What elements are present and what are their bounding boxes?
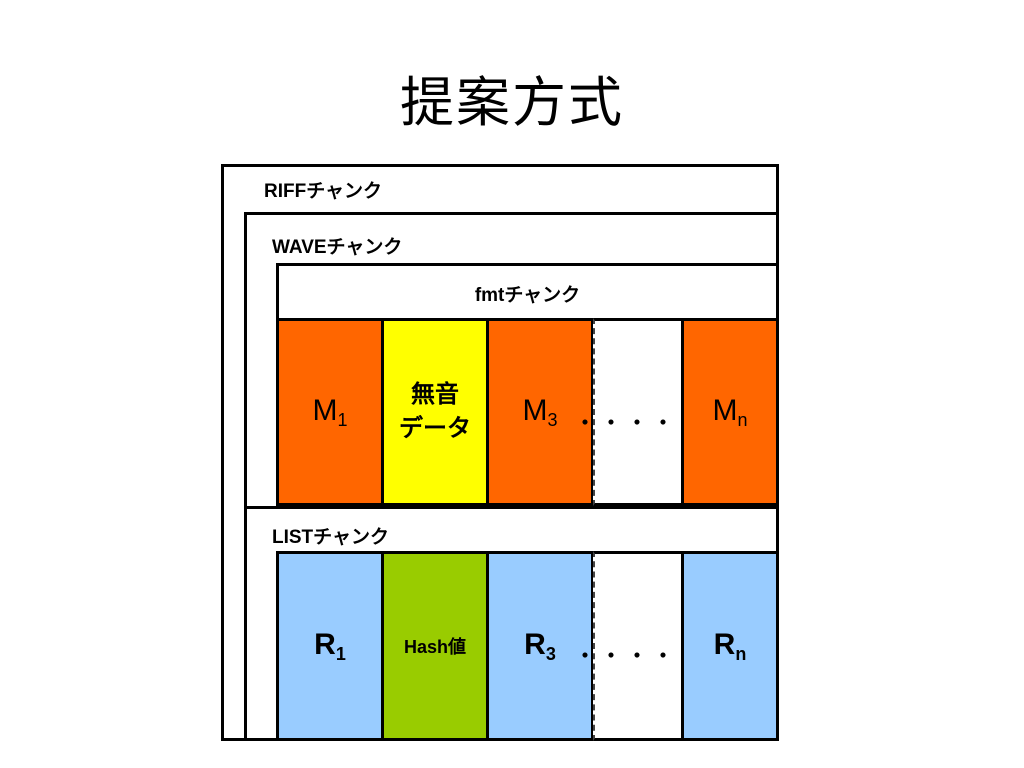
list-chunk-label: LISTチャンク [272,527,389,548]
wave-chunk-label: WAVEチャンク [272,237,403,258]
ellipsis: ・・・・・ [573,643,703,670]
cell-label: M1 [312,393,348,430]
wave-cell-silence: 無音 データ [381,318,489,506]
list-cell-ellipsis: ・・・・・ [573,551,701,741]
cell-label: 無音 データ [399,381,471,442]
riff-chunk-label: RIFFチャンク [264,181,383,202]
wave-cell-ellipsis: ・・・・・ [573,318,701,506]
slide-title: 提案方式 [400,71,624,134]
fmt-chunk-label: fmtチャンク [474,285,581,306]
list-cell-r3: R3 [486,551,594,741]
cell-label: Mn [712,393,748,430]
cell-label: Rn [713,627,747,664]
ellipsis: ・・・・・ [573,410,703,437]
cell-label: M3 [522,393,558,430]
wave-cell-mn: Mn [681,318,779,506]
list-cell-hash: Hash値 [381,551,489,741]
wave-cell-m1: M1 [276,318,384,506]
cell-label: Hash値 [403,637,466,657]
cell-label: R3 [524,627,556,664]
list-cell-r1: R1 [276,551,384,741]
wave-cell-m3: M3 [486,318,594,506]
cell-label: R1 [314,627,346,664]
list-cell-rn: Rn [681,551,779,741]
